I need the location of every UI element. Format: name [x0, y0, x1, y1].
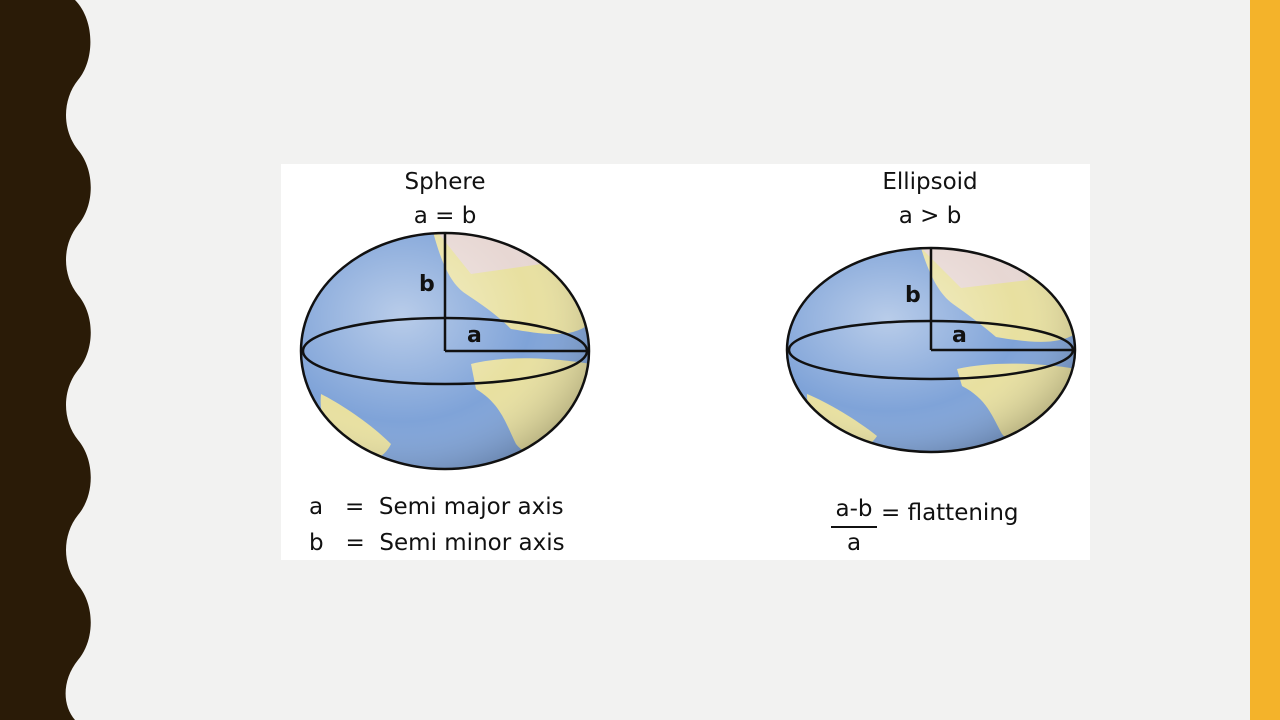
sphere-label-a: a [467, 323, 482, 348]
ellipsoid-title: Ellipsoid [882, 169, 978, 195]
sphere-relation: a = b [413, 203, 477, 229]
globe-illustration: b a b a [299, 231, 1077, 471]
sphere-label-b: b [419, 272, 435, 297]
right-accent-band [1250, 0, 1280, 720]
fraction-denominator: a [846, 530, 862, 556]
fraction-numerator: a-b [835, 496, 873, 522]
sphere-title: Sphere [404, 169, 486, 195]
ellipsoid-globe [785, 246, 1077, 454]
ellipsoid-label-b: b [905, 283, 921, 308]
legend-semi-major: a = Semi major axis [309, 494, 564, 520]
fraction-result: = flattening [881, 500, 1019, 526]
ellipsoid-relation: a > b [898, 203, 962, 229]
legend-semi-minor: b = Semi minor axis [309, 530, 565, 556]
fraction-bar [831, 526, 877, 528]
sphere-globe [299, 231, 591, 471]
ellipsoid-label-a: a [952, 323, 967, 348]
sphere-ellipsoid-figure: b a b a Sphere a = b Ellipsoid a > b a =… [281, 164, 1090, 560]
left-wavy-border [0, 0, 91, 720]
